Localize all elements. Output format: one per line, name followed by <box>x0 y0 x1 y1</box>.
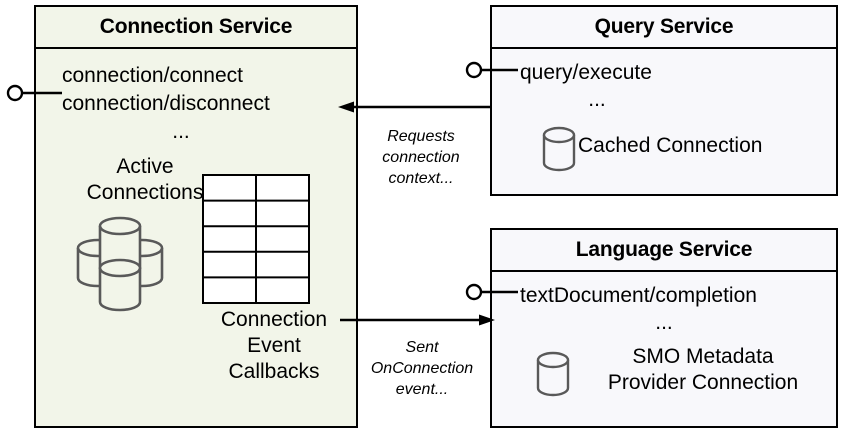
cached-connection-label: Cached Connection <box>578 134 763 157</box>
callbacks-label-line2: Event <box>247 334 301 357</box>
connector-label-query-to-connection: Requests connection context... <box>362 126 480 189</box>
connection-service-api-list: connection/connect connection/disconnect <box>62 62 270 118</box>
query-service-api-list: query/execute <box>520 59 652 87</box>
connection-service-body: connection/connect connection/disconnect… <box>36 49 356 426</box>
api-item-query-execute: query/execute <box>520 61 652 84</box>
connection-service-api-ellipsis: ... <box>172 120 190 143</box>
component-query-service[interactable]: Query Service query/execute ... Cached C… <box>490 5 838 196</box>
query-service-api-ellipsis: ... <box>588 88 606 111</box>
smo-resource-label-line2: Provider Connection <box>607 371 799 394</box>
database-cluster-icon <box>76 216 164 312</box>
database-icon <box>542 126 576 172</box>
connector-label-line2: connection <box>382 149 460 166</box>
language-service-interface-ball <box>465 283 483 301</box>
database-icon <box>536 351 570 397</box>
connector-label-line1: Requests <box>387 128 455 145</box>
connector-label-line3: event... <box>395 381 449 398</box>
connection-service-interface-ball <box>6 84 24 102</box>
connection-service-title: Connection Service <box>36 7 356 49</box>
api-item-textdocument-completion: textDocument/completion <box>520 284 757 307</box>
language-service-body: textDocument/completion ... SMO Metadata… <box>492 272 836 426</box>
smo-resource-label-line1: SMO Metadata <box>632 345 774 368</box>
query-service-interface-ball <box>465 61 483 79</box>
connector-label-connection-to-language: Sent OnConnection event... <box>358 337 486 400</box>
active-connections-label-line2: Connections <box>86 181 204 204</box>
language-service-api-list: textDocument/completion <box>520 282 757 310</box>
api-item-connection-disconnect: connection/disconnect <box>62 92 270 115</box>
query-service-title: Query Service <box>492 7 836 49</box>
component-connection-service[interactable]: Connection Service connection/connect co… <box>34 5 358 428</box>
connector-label-line3: context... <box>388 170 454 187</box>
active-connections-label-line1: Active <box>116 155 174 178</box>
callbacks-label-line1: Connection <box>220 308 328 331</box>
component-language-service[interactable]: Language Service textDocument/completion… <box>490 228 838 428</box>
connector-label-line1: Sent <box>405 339 439 356</box>
language-service-api-ellipsis: ... <box>655 311 673 334</box>
callbacks-label-line3: Callbacks <box>228 360 320 383</box>
language-service-title: Language Service <box>492 230 836 272</box>
connector-label-line2: OnConnection <box>370 360 474 377</box>
query-service-body: query/execute ... Cached Connection <box>492 49 836 194</box>
api-item-connection-connect: connection/connect <box>62 64 243 87</box>
table-grid-icon <box>202 174 310 304</box>
